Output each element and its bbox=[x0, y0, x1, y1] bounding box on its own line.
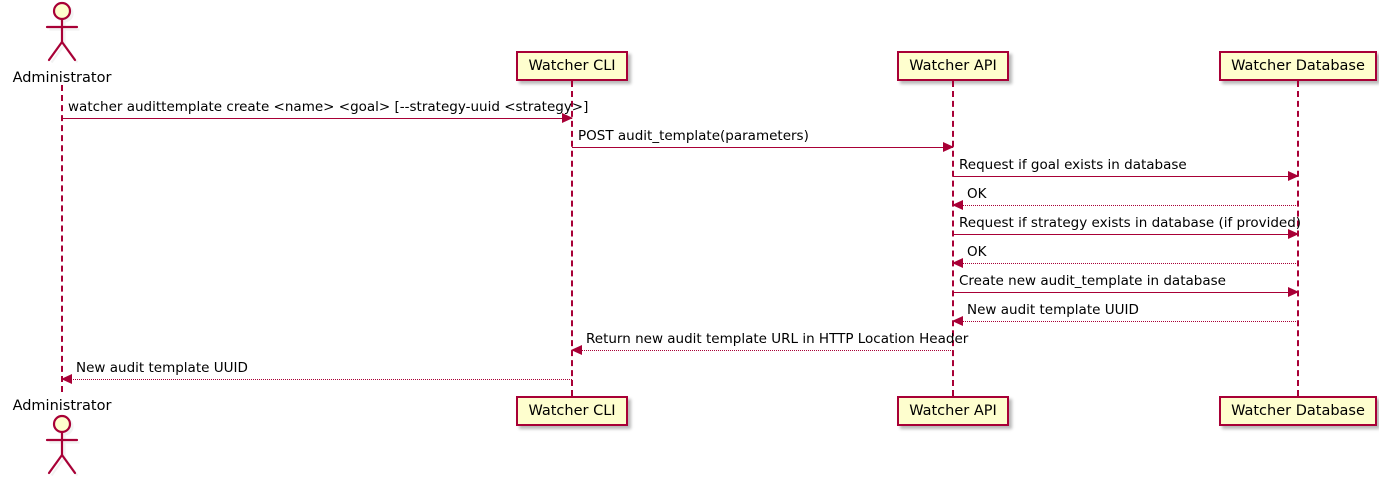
participant-box-watcher_api-top[interactable]: Watcher API bbox=[897, 51, 1009, 81]
arrow-head-icon-1 bbox=[562, 113, 573, 123]
message-line-3 bbox=[953, 176, 1298, 177]
message-line-5 bbox=[953, 234, 1298, 235]
message-label-2: POST audit_template(parameters) bbox=[578, 127, 809, 144]
lifeline-watcher_cli bbox=[571, 81, 573, 396]
participant-box-watcher_api-bottom[interactable]: Watcher API bbox=[897, 396, 1009, 426]
actor-figure-administrator-bottom bbox=[39, 414, 85, 477]
message-label-9: Return new audit template URL in HTTP Lo… bbox=[586, 330, 969, 347]
actor-figure-administrator-top bbox=[39, 1, 85, 64]
arrow-head-icon-2 bbox=[943, 142, 954, 152]
participant-label-watcher_api-top: Watcher API bbox=[909, 57, 997, 74]
arrow-head-icon-9 bbox=[571, 345, 582, 355]
lifeline-administrator bbox=[61, 85, 63, 392]
message-line-7 bbox=[953, 292, 1298, 293]
arrow-head-icon-7 bbox=[1288, 287, 1299, 297]
arrow-head-icon-6 bbox=[952, 258, 963, 268]
arrow-head-icon-4 bbox=[952, 200, 963, 210]
message-line-8 bbox=[953, 321, 1298, 322]
participant-label-watcher_db-top: Watcher Database bbox=[1231, 57, 1365, 74]
arrow-head-icon-10 bbox=[61, 374, 72, 384]
message-line-4 bbox=[953, 205, 1298, 206]
participant-box-watcher_db-bottom[interactable]: Watcher Database bbox=[1219, 396, 1377, 426]
message-label-5: Request if strategy exists in database (… bbox=[959, 214, 1302, 231]
participant-label-watcher_cli-bottom: Watcher CLI bbox=[528, 402, 616, 419]
lifeline-watcher_api bbox=[952, 81, 954, 396]
message-label-6: OK bbox=[967, 243, 987, 260]
participant-label-administrator-top: Administrator bbox=[12, 70, 112, 86]
participant-label-administrator-bottom: Administrator bbox=[12, 398, 112, 414]
message-line-10 bbox=[62, 379, 572, 380]
message-label-10: New audit template UUID bbox=[76, 359, 248, 376]
participant-box-watcher_cli-bottom[interactable]: Watcher CLI bbox=[516, 396, 628, 426]
message-label-3: Request if goal exists in database bbox=[959, 156, 1187, 173]
participant-box-watcher_cli-top[interactable]: Watcher CLI bbox=[516, 51, 628, 81]
participant-label-watcher_db-bottom: Watcher Database bbox=[1231, 402, 1365, 419]
message-label-7: Create new audit_template in database bbox=[959, 272, 1226, 289]
message-label-4: OK bbox=[967, 185, 987, 202]
message-line-1 bbox=[62, 118, 572, 119]
message-label-1: watcher audittemplate create <name> <goa… bbox=[68, 98, 589, 115]
participant-label-watcher_api-bottom: Watcher API bbox=[909, 402, 997, 419]
participant-box-watcher_db-top[interactable]: Watcher Database bbox=[1219, 51, 1377, 81]
arrow-head-icon-3 bbox=[1288, 171, 1299, 181]
message-label-8: New audit template UUID bbox=[967, 301, 1139, 318]
arrow-head-icon-5 bbox=[1288, 229, 1299, 239]
participant-label-watcher_cli-top: Watcher CLI bbox=[528, 57, 616, 74]
arrow-head-icon-8 bbox=[952, 316, 963, 326]
message-line-2 bbox=[572, 147, 953, 148]
message-line-6 bbox=[953, 263, 1298, 264]
message-line-9 bbox=[572, 350, 953, 351]
